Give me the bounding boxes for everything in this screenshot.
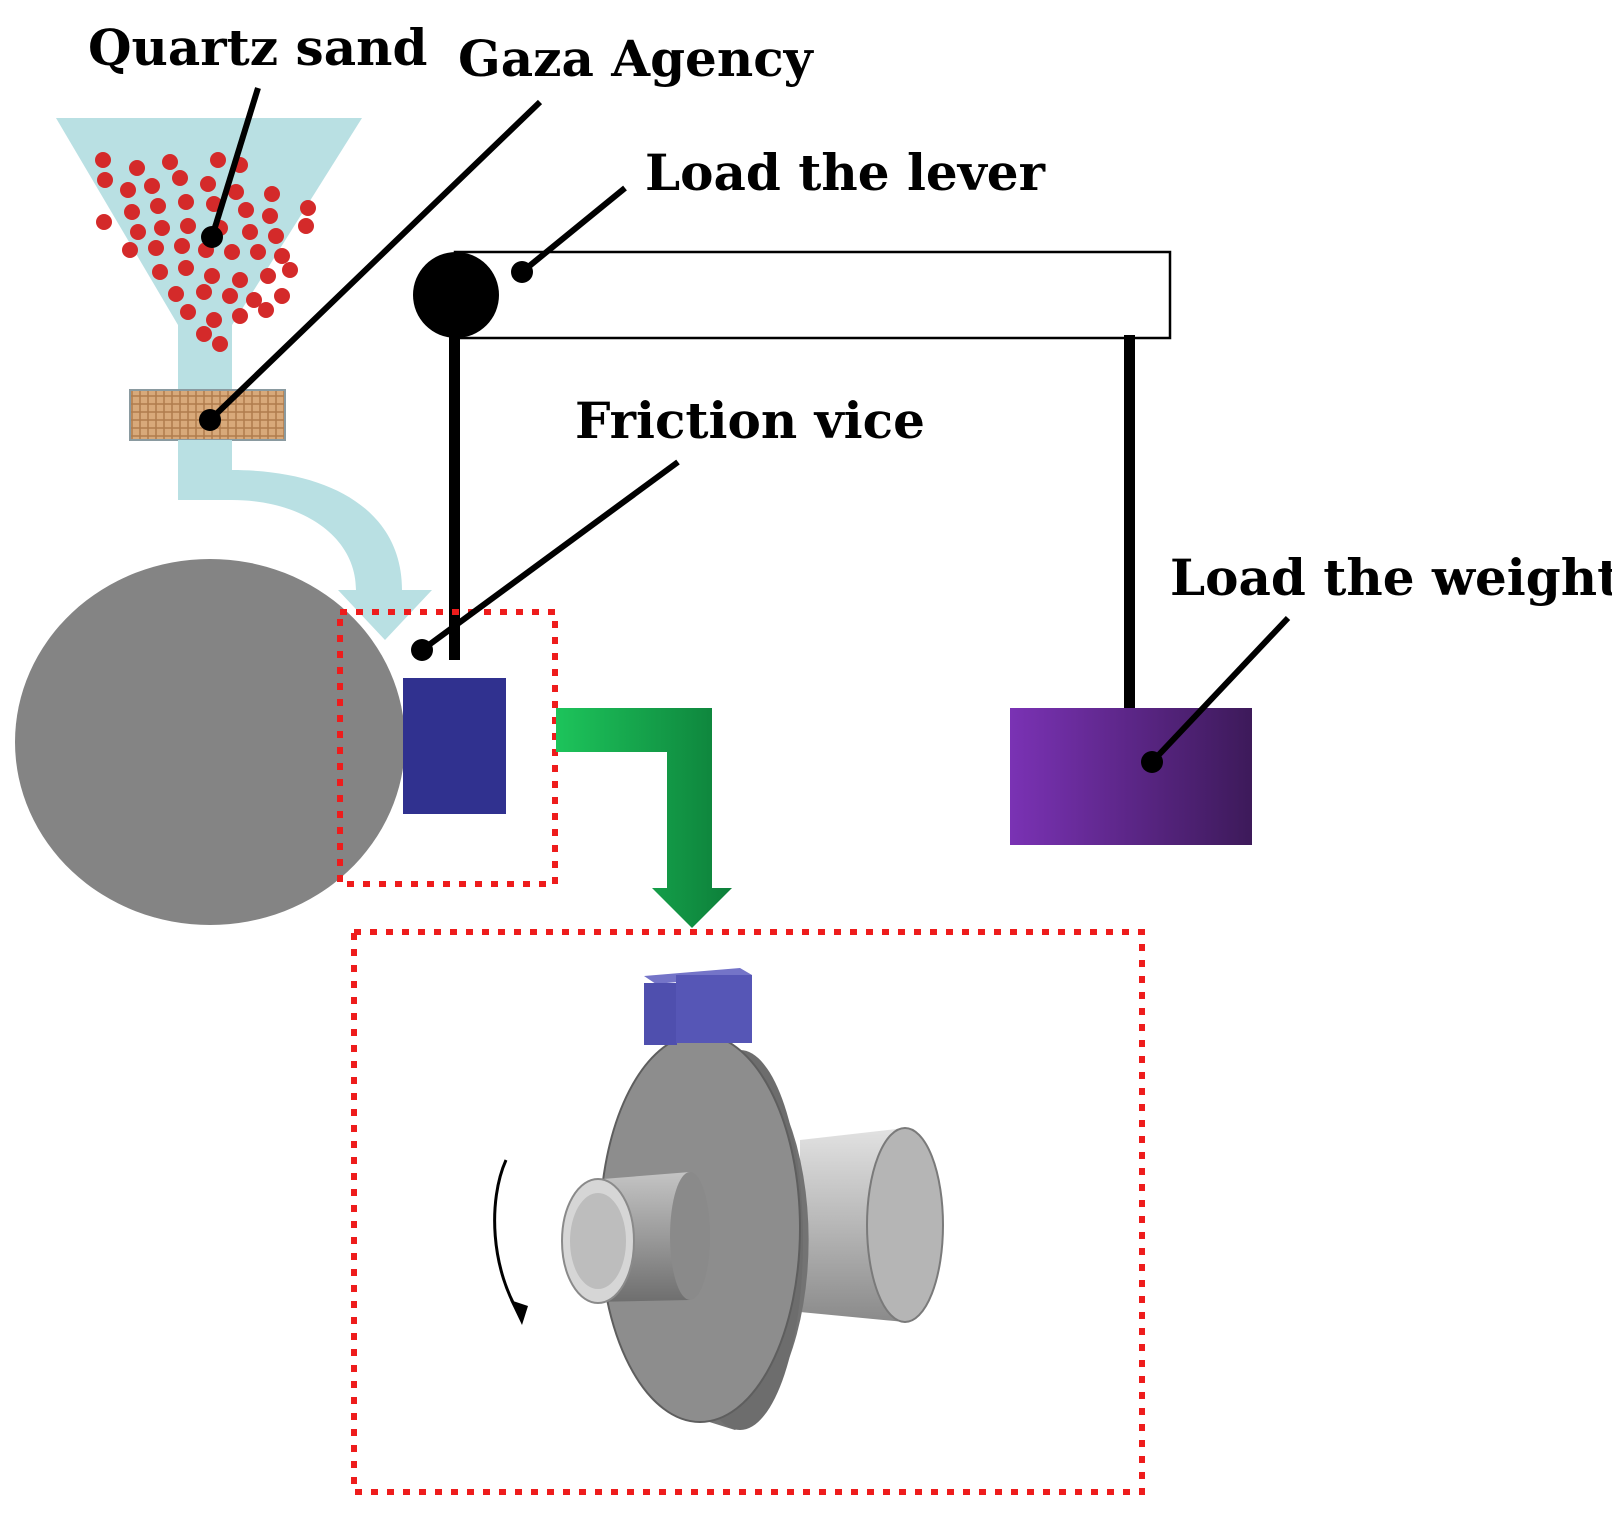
sand-grain xyxy=(196,326,212,342)
sand-grain xyxy=(242,224,258,240)
sand-grain xyxy=(178,260,194,276)
sand-grain xyxy=(258,302,274,318)
lever-bar xyxy=(453,250,1172,340)
leader-lines xyxy=(207,87,1291,765)
sand-grain xyxy=(268,228,284,244)
sand-grain xyxy=(95,152,111,168)
label-gaza-agency: Gaza Agency xyxy=(458,29,815,88)
sand-grain xyxy=(130,224,146,240)
label-friction-vice: Friction vice xyxy=(575,391,925,450)
zoom-arrow xyxy=(556,708,732,928)
sand-grain xyxy=(206,312,222,328)
sand-grain xyxy=(97,172,113,188)
sand-grain xyxy=(264,186,280,202)
sand-grain xyxy=(222,288,238,304)
rotation-arrowhead xyxy=(510,1300,528,1325)
leader-dots xyxy=(199,226,1163,773)
leader-load-weights xyxy=(1149,615,1291,765)
detail-dashed-box xyxy=(351,929,1145,1495)
sand-grain xyxy=(168,286,184,302)
sand-grain xyxy=(144,178,160,194)
sand-grain xyxy=(152,264,168,280)
detail-friction-block xyxy=(644,968,752,1045)
friction-block xyxy=(403,678,506,814)
sand-grain xyxy=(180,304,196,320)
lever-rod-left xyxy=(449,330,460,660)
sand-grain xyxy=(228,184,244,200)
lever-rod-right xyxy=(1124,335,1135,713)
sand-grain xyxy=(200,176,216,192)
sand-grain xyxy=(96,214,112,230)
sand-grain xyxy=(250,244,266,260)
sand-grain xyxy=(148,240,164,256)
leader-quartz-sand xyxy=(209,87,261,238)
sand-grain xyxy=(210,152,226,168)
sand-grain xyxy=(300,200,316,216)
sand-grain xyxy=(224,244,240,260)
sand-grain xyxy=(212,336,228,352)
sand-grain xyxy=(172,170,188,186)
sand-grain xyxy=(232,272,248,288)
rotation-arrow-icon xyxy=(493,1159,524,1319)
sand-grain xyxy=(129,160,145,176)
sand-grain xyxy=(298,218,314,234)
sand-grain xyxy=(262,208,278,224)
sand-grain xyxy=(180,218,196,234)
lever-pivot-icon xyxy=(413,252,499,338)
sand-grain xyxy=(162,154,178,170)
sand-grain xyxy=(204,268,220,284)
sand-grain xyxy=(174,238,190,254)
test-wheel xyxy=(15,559,405,925)
contact-zone-dashed-box xyxy=(337,609,558,887)
sand-grain xyxy=(124,204,140,220)
detail-wheel-assembly xyxy=(493,968,944,1430)
sand-grain xyxy=(274,248,290,264)
sand-grain xyxy=(120,182,136,198)
sand-flow-arrow xyxy=(178,440,432,640)
leader-friction-vice xyxy=(420,459,680,653)
sand-grain xyxy=(150,198,166,214)
sand-grain xyxy=(246,292,262,308)
label-load-the-weights: Load the weights xyxy=(1170,548,1612,607)
sand-grain xyxy=(238,202,254,218)
label-quartz-sand: Quartz sand xyxy=(88,18,427,77)
sand-grain xyxy=(232,308,248,324)
leader-gaza-agency xyxy=(207,99,543,423)
sand-grain xyxy=(260,268,276,284)
sand-grain xyxy=(178,194,194,210)
sand-grain xyxy=(274,288,290,304)
sand-grain xyxy=(282,262,298,278)
leader-load-lever xyxy=(520,185,627,275)
label-load-the-lever: Load the lever xyxy=(645,143,1046,202)
sand-grain xyxy=(154,220,170,236)
sand-grain xyxy=(196,284,212,300)
weight-block xyxy=(1010,708,1252,845)
sand-grain xyxy=(122,242,138,258)
